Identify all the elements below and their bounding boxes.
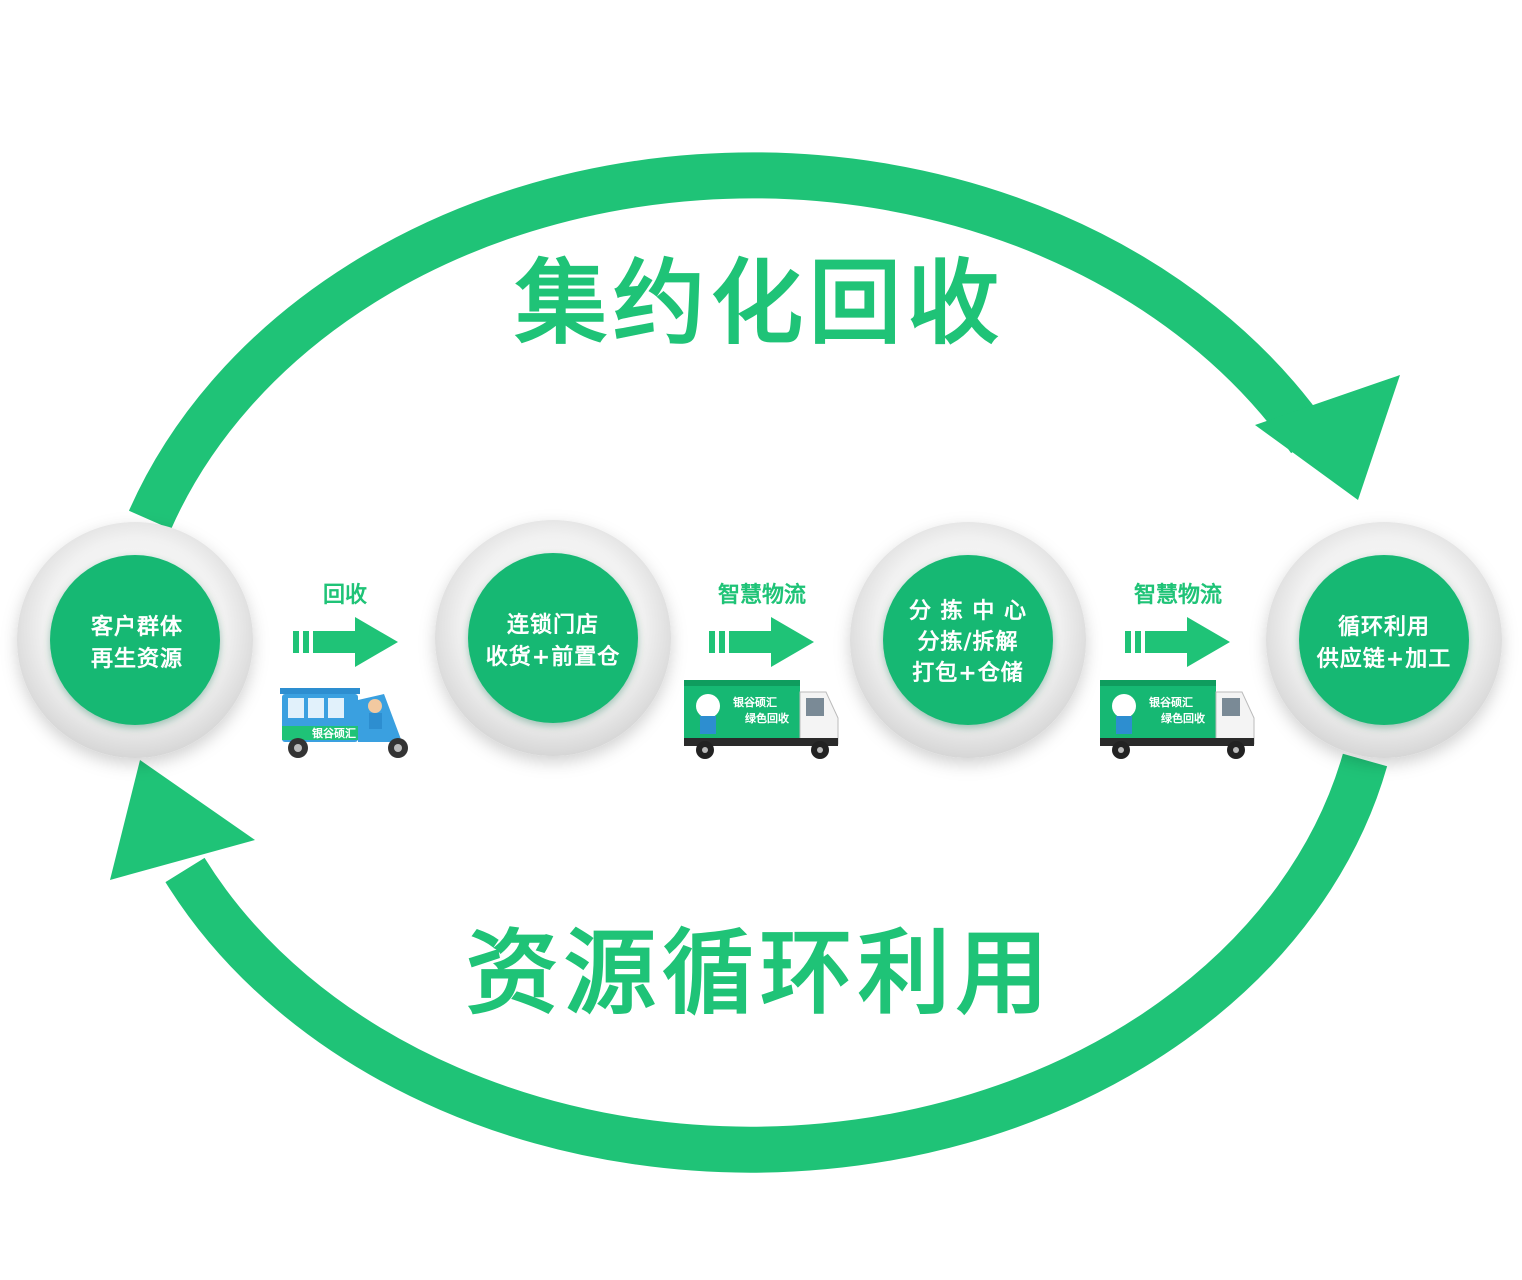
truck-icon: 银谷硕汇 绿色回收	[684, 680, 839, 759]
step-arrow-icon	[709, 617, 814, 667]
tricycle-brand: 银谷硕汇	[312, 726, 356, 740]
node-core	[883, 555, 1053, 725]
top-cycle-arrow	[128, 152, 1400, 530]
node-customer-line1: 客户群体	[91, 614, 183, 640]
node-recycle-line2: 供应链+加工	[1316, 646, 1451, 672]
node-sorting-line1: 分 拣 中 心	[909, 598, 1027, 624]
title-top: 集约化回收	[514, 250, 1005, 357]
node-store: 连锁门店 收货+前置仓	[435, 520, 671, 756]
node-recycle-use: 循环利用 供应链+加工	[1266, 522, 1502, 758]
node-sorting-line2: 分拣/拆解	[917, 629, 1018, 655]
node-core	[50, 555, 220, 725]
top-arrowhead	[1255, 375, 1400, 500]
bottom-arrowhead	[110, 760, 255, 880]
tricycle-icon: 银谷硕汇	[280, 688, 408, 758]
node-sorting-center: 分 拣 中 心 分拣/拆解 打包+仓储	[850, 522, 1086, 758]
step-logistics-2: 智慧物流 银谷硕汇 绿色回收	[1100, 582, 1255, 759]
node-store-line1: 连锁门店	[507, 612, 599, 638]
truck-brand-4: 绿色回收	[1161, 711, 1205, 725]
step-recycle: 回收 银谷硕汇	[280, 582, 408, 758]
step-logistics-1-label: 智慧物流	[718, 582, 806, 608]
step-logistics-1: 智慧物流 银谷硕汇 绿色回收	[684, 582, 839, 759]
node-core	[468, 553, 638, 723]
node-recycle-line1: 循环利用	[1338, 614, 1430, 640]
step-arrow-icon	[293, 617, 398, 667]
truck-brand-2: 绿色回收	[745, 711, 789, 725]
step-logistics-2-label: 智慧物流	[1134, 582, 1222, 608]
truck-brand-1: 银谷硕汇	[733, 695, 777, 709]
step-arrow-icon	[1125, 617, 1230, 667]
bottom-cycle-arrow	[110, 753, 1388, 1173]
truck-icon: 银谷硕汇 绿色回收	[1100, 680, 1255, 759]
node-customer-line2: 再生资源	[91, 647, 183, 672]
title-bottom: 资源循环利用	[466, 920, 1054, 1027]
node-store-line2: 收货+前置仓	[486, 644, 620, 670]
truck-brand-3: 银谷硕汇	[1149, 695, 1193, 709]
node-sorting-line3: 打包+仓储	[912, 660, 1023, 686]
node-customer: 客户群体 再生资源	[17, 522, 253, 758]
step-recycle-label: 回收	[323, 582, 367, 608]
node-core	[1299, 555, 1469, 725]
